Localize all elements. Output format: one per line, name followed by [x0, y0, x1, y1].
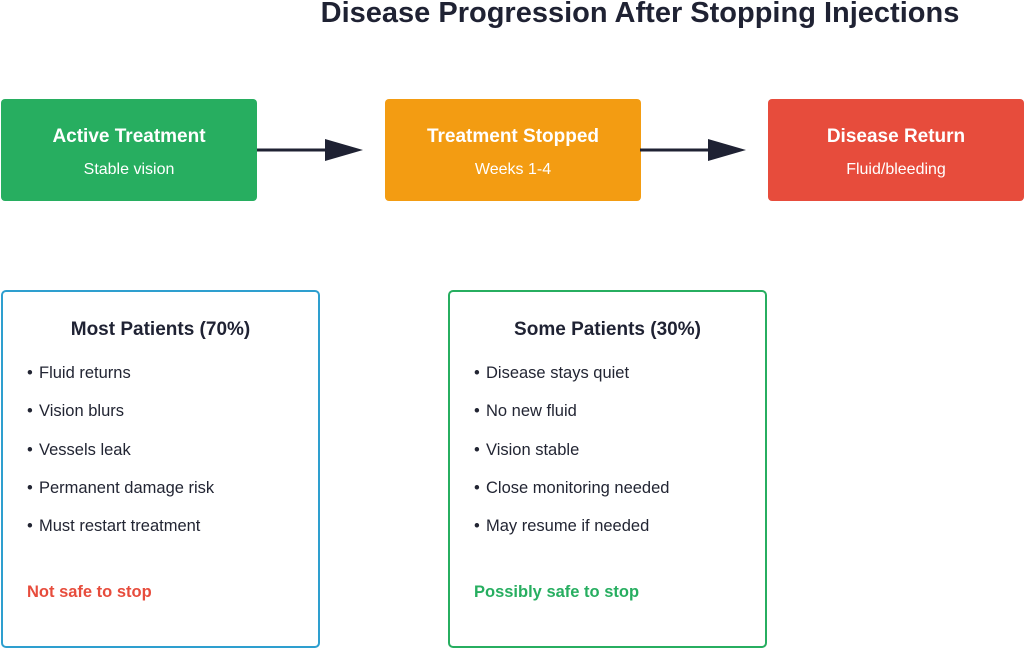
stage-treatment-stopped: Treatment Stopped Weeks 1-4 — [385, 99, 641, 201]
list-item: •Close monitoring needed — [474, 478, 670, 497]
list-item-text: Vessels leak — [39, 440, 131, 459]
list-item: •Must restart treatment — [27, 517, 201, 536]
list-item: •Permanent damage risk — [27, 478, 215, 497]
verdict-possibly-safe: Possibly safe to stop — [474, 583, 640, 601]
stage-subtitle: Weeks 1-4 — [474, 161, 552, 178]
arrow-stage2-to-stage3 — [640, 139, 746, 161]
stage-title: Treatment Stopped — [426, 126, 600, 147]
list-item: •Disease stays quiet — [474, 364, 630, 382]
diagram-title: Disease Progression After Stopping Injec… — [320, 0, 960, 29]
outcome-box-most-patients: Most Patients (70%) •Fluid returns •Visi… — [1, 290, 320, 648]
list-item-text: Fluid returns — [39, 364, 131, 382]
stage-subtitle: Fluid/bleeding — [846, 161, 946, 178]
list-item: •Vision blurs — [27, 402, 124, 421]
outcome-title: Some Patients (30%) — [514, 319, 701, 340]
list-item-text: Permanent damage risk — [39, 478, 215, 497]
list-item-text: No new fluid — [486, 402, 577, 421]
list-item-text: Vision stable — [486, 440, 580, 459]
outcome-title: Most Patients (70%) — [70, 319, 251, 340]
list-item-text: Must restart treatment — [39, 517, 201, 536]
list-item: •No new fluid — [474, 402, 577, 421]
arrow-stage1-to-stage2 — [257, 139, 363, 161]
list-item: •Vision stable — [474, 440, 580, 459]
stage-subtitle: Stable vision — [83, 161, 175, 178]
stage-title: Active Treatment — [52, 126, 206, 147]
list-item: •Fluid returns — [27, 364, 131, 382]
list-item: •May resume if needed — [474, 517, 650, 536]
stage-active-treatment: Active Treatment Stable vision — [1, 99, 257, 201]
outcome-box-some-patients: Some Patients (30%) •Disease stays quiet… — [448, 290, 767, 648]
list-item-text: Disease stays quiet — [486, 364, 630, 382]
list-item-text: May resume if needed — [486, 517, 650, 536]
stage-disease-return: Disease Return Fluid/bleeding — [768, 99, 1024, 201]
outcome-list: •Fluid returns •Vision blurs •Vessels le… — [27, 364, 214, 555]
stage-title: Disease Return — [826, 126, 966, 147]
outcome-list: •Disease stays quiet •No new fluid •Visi… — [474, 364, 669, 555]
list-item-text: Close monitoring needed — [486, 478, 670, 497]
verdict-not-safe: Not safe to stop — [27, 583, 152, 601]
list-item: •Vessels leak — [27, 440, 131, 459]
list-item-text: Vision blurs — [39, 402, 124, 421]
